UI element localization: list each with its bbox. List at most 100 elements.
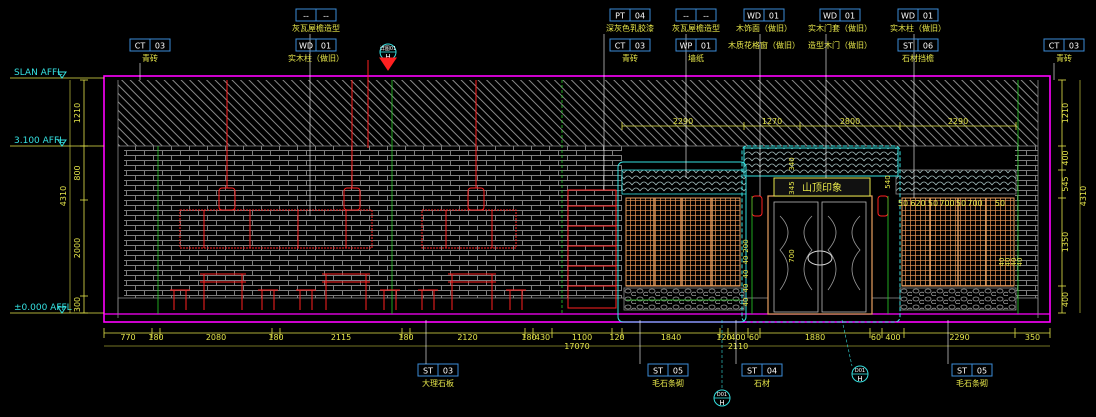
- storefront: [617, 145, 1017, 323]
- section-marker-code: D01: [855, 368, 865, 374]
- tag-code-b: 04: [635, 12, 645, 21]
- tag-code-a: WD: [299, 42, 313, 51]
- dim-right-2: 545: [1061, 176, 1070, 191]
- dim-door-v-3: 40: [742, 284, 750, 293]
- dim-bottom-15: 1880: [805, 333, 825, 342]
- dim-window-v-3: 40: [1016, 258, 1024, 267]
- tag-code-b: 03: [1069, 42, 1079, 51]
- dim-bottom-18: 2290: [949, 333, 969, 342]
- dim-right-1: 400: [1061, 150, 1070, 165]
- stone-base-left: [623, 287, 745, 311]
- window-right-mullions: [929, 198, 987, 286]
- dim-window-5: 700: [967, 199, 982, 208]
- tag-code-a: CT: [135, 42, 146, 51]
- tag-code-b: 01: [769, 12, 779, 21]
- dim-left-3: 300: [73, 297, 82, 312]
- section-leader-2: [841, 319, 853, 367]
- display-cabinet: [567, 189, 617, 309]
- green-guides-window: [626, 196, 889, 314]
- wall-art-1-panels: [203, 210, 347, 248]
- wall-frame: [103, 75, 1051, 323]
- tag-text: 墙纸: [688, 53, 704, 63]
- tag-text: 毛石条砌: [652, 378, 684, 388]
- cyan-outline-left: [617, 161, 747, 323]
- tag-text: 石材挡檐: [902, 53, 934, 63]
- dim-window-v-0: 40: [998, 258, 1006, 267]
- tag-code-a: WD: [823, 12, 837, 21]
- section-marker-code: 详图01: [380, 45, 396, 52]
- dim-right-3: 1350: [1061, 232, 1070, 252]
- window-bay-left: [625, 197, 741, 287]
- dim-left-1: 800: [73, 165, 82, 180]
- tag-text: 灰瓦屋檐造型: [672, 23, 720, 33]
- dim-bottom-12: 120: [716, 333, 731, 342]
- tag-code-b: --: [703, 12, 709, 21]
- dim-bottom-8: 430: [535, 333, 550, 342]
- stools: [170, 289, 526, 310]
- tag-text: 青砖: [1056, 53, 1072, 63]
- dim-bottom-0: 770: [120, 333, 135, 342]
- tag-code-b: --: [323, 12, 329, 21]
- tag-code-b: 03: [155, 42, 165, 51]
- tag-text: 实木门套（做旧）: [808, 23, 872, 33]
- tag-code-a: CT: [615, 42, 626, 51]
- dining-fixtures: [170, 80, 617, 310]
- tag-code-a: WD: [901, 12, 915, 21]
- eave-right: [895, 169, 1017, 195]
- cyan-outline-door: [741, 145, 901, 323]
- tag-text: 木质花格窗（做旧）: [728, 40, 800, 50]
- dim-345: 345: [788, 181, 796, 194]
- door-lantern-left: [751, 195, 763, 217]
- dim-bottom-11: 1840: [661, 333, 681, 342]
- dim-bottom-2: 2080: [206, 333, 226, 342]
- door-canopy: [743, 147, 899, 177]
- section-marker-letter: H: [385, 53, 390, 61]
- door-lantern-right: [877, 195, 889, 217]
- dim-700: 700: [788, 249, 796, 262]
- tag-code-a: WD: [747, 12, 761, 21]
- tag-text: 石材: [754, 378, 770, 388]
- door-leaf-right: [821, 201, 867, 313]
- signboard-text: 山顶印象: [802, 182, 842, 194]
- wall-art-2-panels: [445, 210, 493, 248]
- tag-code-a: ST: [653, 367, 663, 376]
- dim-bottom-16: 60: [871, 333, 881, 342]
- dim-window-6: 50: [995, 199, 1005, 208]
- tag-code-b: 04: [767, 367, 777, 376]
- stone-base-right: [899, 287, 1017, 311]
- tag-code-a: PT: [615, 12, 625, 21]
- roof-eave-band: [118, 80, 1038, 146]
- material-tag-top_tags-5: -- -- 灰瓦屋檐造型: [672, 8, 720, 178]
- tag-text: 造型木门（做旧）: [808, 40, 872, 50]
- dim-left-0: 1210: [73, 103, 82, 123]
- tag-code-a: --: [683, 12, 689, 21]
- dim-window-1: 620: [910, 199, 925, 208]
- dim-bottom-1: 180: [148, 333, 163, 342]
- door-leaf-left: [773, 201, 819, 313]
- signboard: [773, 177, 871, 197]
- dim-total: 17070: [564, 342, 589, 351]
- tag-code-b: 01: [923, 12, 933, 21]
- tag-code-a: WP: [680, 42, 693, 51]
- dim-bottom-5: 180: [398, 333, 413, 342]
- table-2: [322, 273, 370, 310]
- table-1: [200, 273, 246, 310]
- tag-text: 灰瓦屋檐造型: [292, 23, 340, 33]
- dim-door-v-2: 40: [742, 270, 750, 279]
- tag-code-a: --: [303, 12, 309, 21]
- tag-code-b: 01: [845, 12, 855, 21]
- tag-code-b: 03: [635, 42, 645, 51]
- material-tag-top_tags-10: 造型木门（做旧）: [808, 40, 872, 50]
